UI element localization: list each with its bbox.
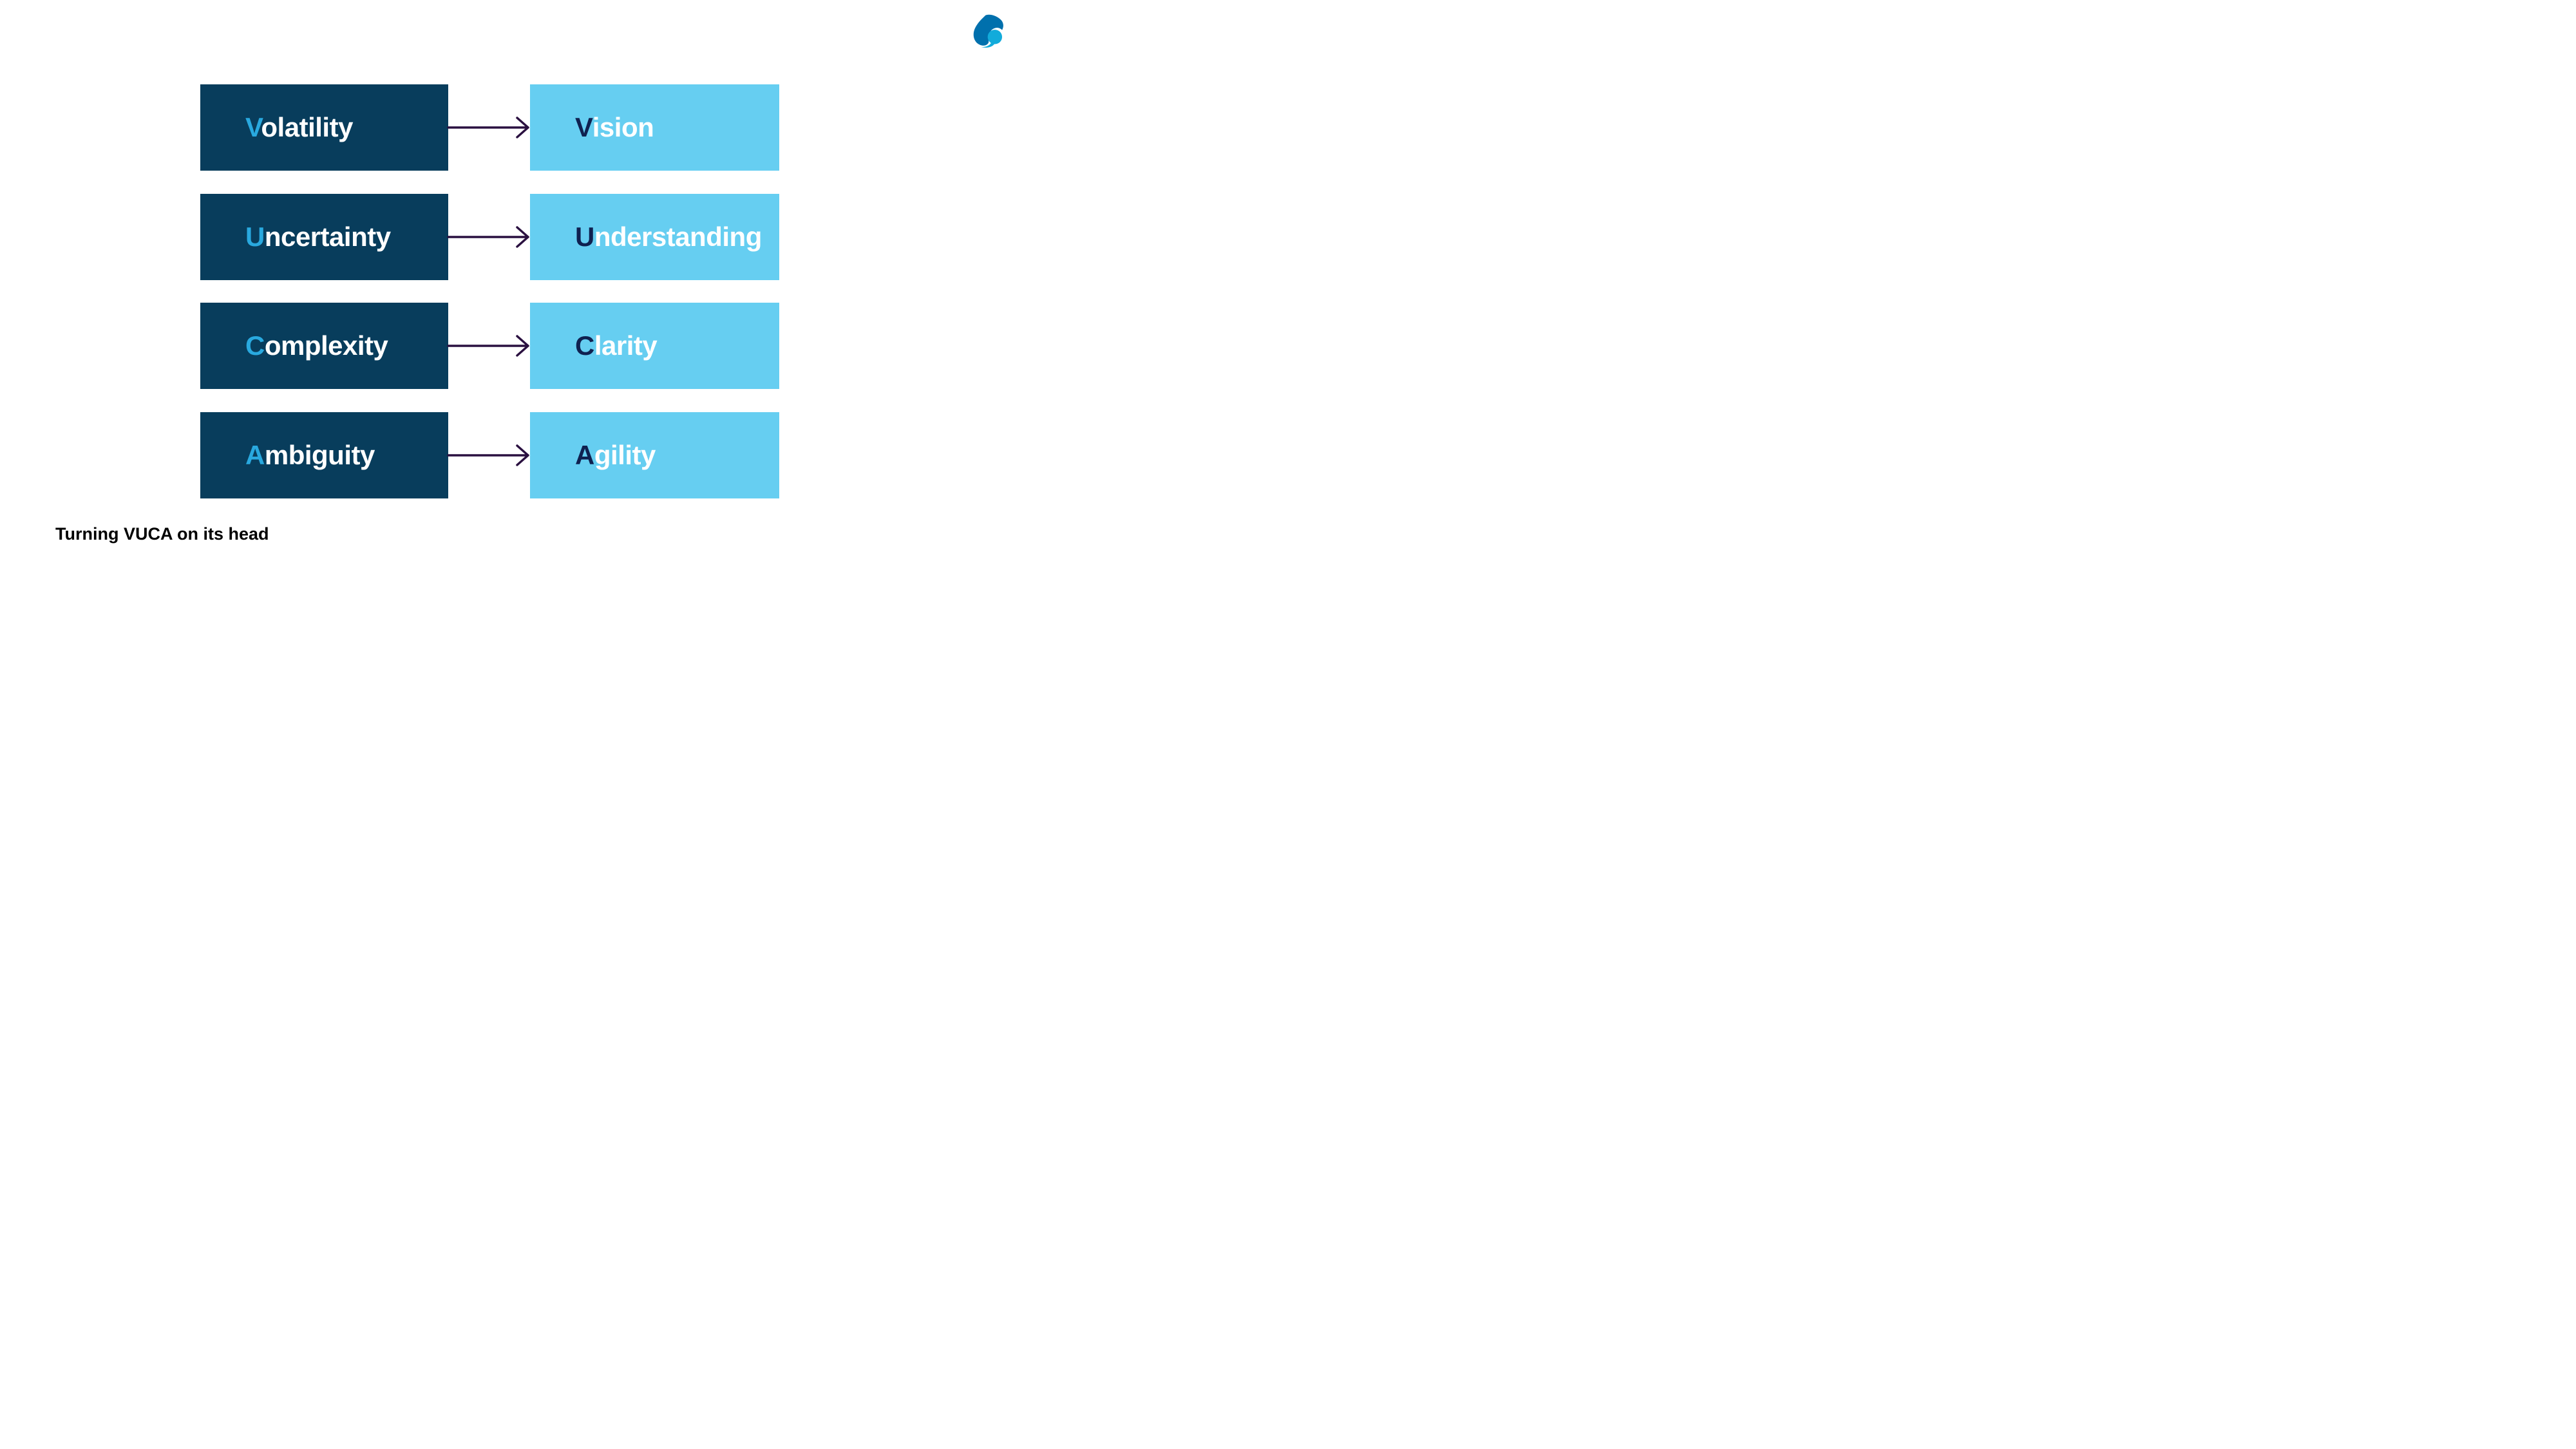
box-clarity: Clarity [530,303,779,389]
logo-spade-dark-shape [973,14,1003,46]
box-label-initial: V [575,112,592,142]
box-label-initial: A [245,440,265,470]
box-volatility: Volatility [200,84,448,171]
box-ambiguity: Ambiguity [200,412,448,498]
capgemini-logo-icon [973,14,1003,48]
box-label: Complexity [245,330,388,361]
row-volatility-vision: Volatility Vision [0,84,1030,171]
box-label-initial: C [245,330,265,361]
box-label: Agility [575,440,656,471]
arrow-right-icon [447,226,529,248]
box-vision: Vision [530,84,779,171]
logo-tail-light-shape [981,41,995,48]
box-label-initial: U [245,222,265,252]
box-label: Ambiguity [245,440,375,471]
box-label-rest: gility [594,440,656,470]
box-label: Vision [575,112,654,143]
row-ambiguity-agility: Ambiguity Agility [0,412,1030,498]
box-label: Clarity [575,330,658,361]
box-label-rest: ncertainty [264,222,391,252]
box-label-rest: mbiguity [264,440,375,470]
arrow-right-icon [447,444,529,466]
slide-caption: Turning VUCA on its head [55,524,269,544]
box-label-initial: V [245,112,261,142]
box-label-rest: omplexity [264,330,388,361]
box-complexity: Complexity [200,303,448,389]
box-label: Uncertainty [245,222,391,252]
box-label-rest: larity [594,330,658,361]
row-uncertainty-understanding: Uncertainty Understanding [0,194,1030,280]
logo-crescent-light-shape [987,30,1003,44]
box-label-rest: olatility [261,112,353,142]
row-complexity-clarity: Complexity Clarity [0,303,1030,389]
arrow-right-icon [447,117,529,138]
box-label-initial: U [575,222,594,252]
arrow-right-icon [447,335,529,357]
box-label-initial: A [575,440,594,470]
box-label-initial: C [575,330,594,361]
box-label: Understanding [575,222,762,252]
box-agility: Agility [530,412,779,498]
box-uncertainty: Uncertainty [200,194,448,280]
box-understanding: Understanding [530,194,779,280]
box-label-rest: ision [592,112,654,142]
vuca-slide: Volatility Vision Uncertainty Understand… [0,0,1030,580]
box-label: Volatility [245,112,353,143]
box-label-rest: nderstanding [594,222,762,252]
